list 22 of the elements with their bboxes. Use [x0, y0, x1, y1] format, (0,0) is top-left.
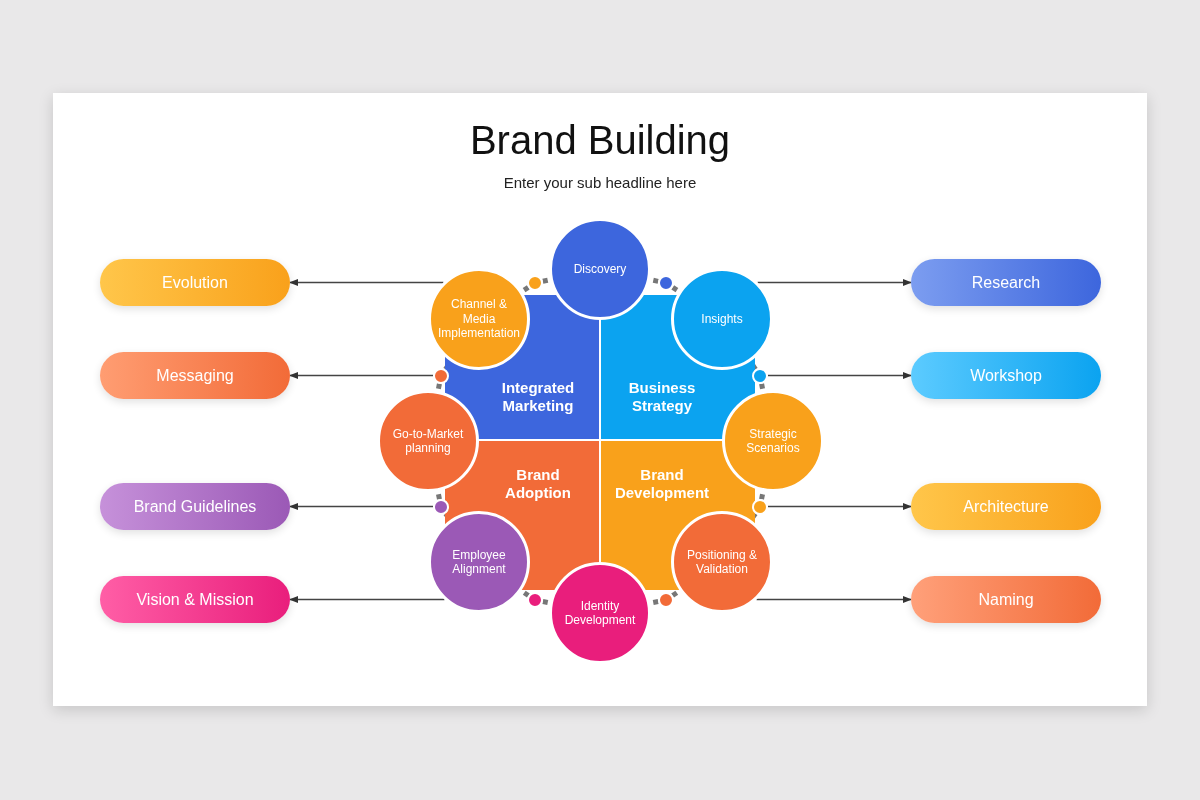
rounded-label-box: Research: [911, 259, 1101, 306]
rounded-label-box: Messaging: [100, 352, 290, 399]
quadrant-label: Brand Development: [613, 466, 711, 502]
arrow: [289, 502, 434, 511]
quadrant-label: Integrated Marketing: [500, 379, 576, 415]
arrow: [289, 595, 446, 604]
arrow: [767, 371, 912, 380]
rounded-label-box: Brand Guidelines: [100, 483, 290, 530]
rounded-label-box: Naming: [911, 576, 1101, 623]
rounded-label-box: Vision & Mission: [100, 576, 290, 623]
arrow: [289, 371, 434, 380]
rounded-label-box: Workshop: [911, 352, 1101, 399]
quadrant-label: Brand Adoption: [504, 466, 572, 502]
arrow: [756, 278, 912, 287]
rounded-label-box: Architecture: [911, 483, 1101, 530]
arrow: [289, 278, 445, 287]
rounded-label-box: Evolution: [100, 259, 290, 306]
title: Brand Building: [468, 118, 732, 163]
arrow: [755, 595, 912, 604]
subtitle: Enter your sub headline here: [502, 174, 698, 191]
arrow: [767, 502, 912, 511]
quadrant-label: Business Strategy: [627, 379, 697, 415]
